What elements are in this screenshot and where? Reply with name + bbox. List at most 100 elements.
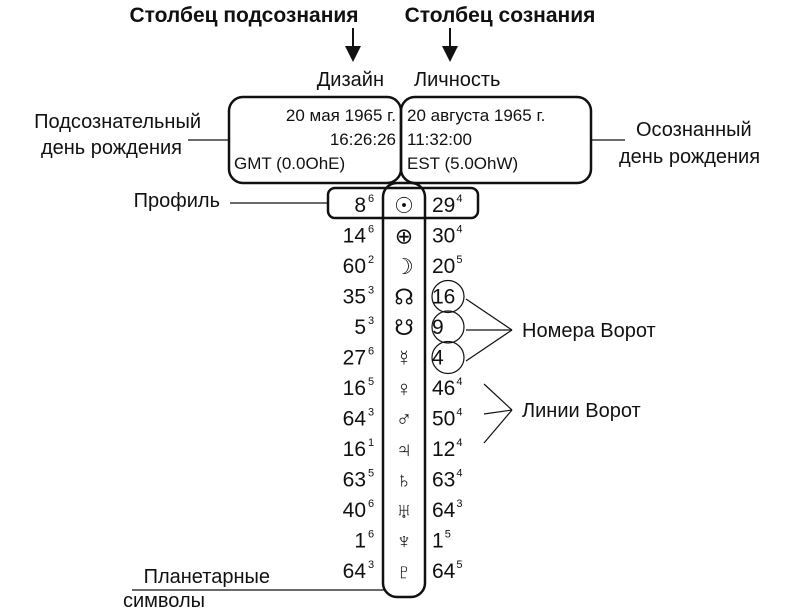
personality-gate-line: 4 bbox=[456, 224, 462, 236]
design-gate-line: 5 bbox=[368, 376, 374, 388]
personality-gate-line: 5 bbox=[456, 559, 462, 571]
personality-gate-line: 3 bbox=[456, 498, 462, 510]
personality-gate-line: 4 bbox=[456, 193, 462, 205]
personality-label: Личность bbox=[414, 69, 500, 91]
gate-lines-label: Линии Ворот bbox=[522, 400, 641, 422]
design-gate-line: 6 bbox=[368, 193, 374, 205]
personality-timezone: EST (5.0OhW) bbox=[407, 154, 518, 173]
design-gate-line: 6 bbox=[368, 529, 374, 541]
personality-gate-number: 16 bbox=[432, 286, 455, 309]
gate-number-circle bbox=[431, 279, 465, 314]
gate-number-circle bbox=[431, 310, 465, 344]
design-gate-line: 6 bbox=[368, 498, 374, 510]
south-node-icon: ☋ bbox=[394, 315, 414, 340]
personality-gate-line: 4 bbox=[456, 437, 462, 449]
personality-gate-number: 50 bbox=[432, 408, 455, 431]
design-gate-number: 40 bbox=[343, 499, 366, 522]
saturn-icon: ♄ bbox=[396, 468, 413, 493]
personality-gate-number: 12 bbox=[432, 438, 455, 461]
design-gate-number: 64 bbox=[343, 560, 367, 583]
down-arrow-icon bbox=[345, 28, 361, 62]
design-gate-line: 6 bbox=[368, 224, 374, 236]
north-node-icon: ☊ bbox=[394, 285, 414, 310]
planetary-symbols-label: символы bbox=[123, 590, 205, 611]
design-timezone: GMT (0.0OhE) bbox=[234, 154, 345, 173]
design-gate-number: 8 bbox=[354, 194, 366, 217]
design-gate-number: 35 bbox=[343, 286, 366, 309]
personality-gate-number: 30 bbox=[432, 225, 455, 248]
gate-lines-pointers bbox=[483, 383, 513, 444]
design-gate-line: 3 bbox=[368, 315, 374, 327]
mars-icon: ♂ bbox=[396, 407, 413, 432]
design-gate-number: 63 bbox=[343, 469, 366, 492]
design-gate-line: 6 bbox=[368, 346, 374, 358]
design-gate-number: 1 bbox=[354, 530, 366, 553]
jupiter-icon: ♃ bbox=[396, 437, 413, 462]
design-gate-number: 16 bbox=[343, 438, 366, 461]
conscious-birthday-label: день рождения bbox=[619, 146, 760, 168]
venus-icon: ♀ bbox=[396, 376, 413, 401]
earth-icon: ⊕ bbox=[395, 224, 413, 249]
personality-gate-number: 64 bbox=[432, 499, 456, 522]
subconscious-birthday-label: Подсознательный bbox=[34, 111, 201, 133]
mercury-icon: ☿ bbox=[396, 346, 413, 371]
design-label: Дизайн bbox=[317, 69, 384, 91]
design-gate-number: 60 bbox=[343, 255, 366, 278]
personality-time: 11:32:00 bbox=[407, 130, 472, 149]
design-gate-number: 16 bbox=[343, 377, 366, 400]
subconscious-birthday-label: день рождения bbox=[41, 137, 182, 159]
personality-gate-number: 9 bbox=[432, 316, 444, 339]
personality-date: 20 августа 1965 г. bbox=[407, 106, 545, 125]
personality-gate-number: 20 bbox=[432, 255, 455, 278]
personality-gate-number: 63 bbox=[432, 469, 455, 492]
conscious-birthday-label: Осознанный bbox=[636, 119, 752, 141]
planetary-symbols-column bbox=[381, 181, 427, 599]
personality-gate-number: 4 bbox=[432, 347, 444, 370]
design-gate-number: 14 bbox=[343, 225, 367, 248]
gate-numbers-label: Номера Ворот bbox=[522, 320, 656, 342]
personality-gate-line: 4 bbox=[456, 468, 462, 480]
personality-gate-line: 4 bbox=[456, 376, 462, 388]
personality-gate-number: 29 bbox=[432, 194, 455, 217]
down-arrow-icon bbox=[442, 28, 458, 62]
personality-gate-number: 64 bbox=[432, 560, 456, 583]
personality-gate-number: 1 bbox=[432, 530, 444, 553]
gate-number-circles bbox=[431, 279, 465, 375]
design-gate-line: 3 bbox=[368, 407, 374, 419]
moon-icon: ☽ bbox=[394, 254, 414, 279]
design-gate-line: 3 bbox=[368, 559, 374, 571]
gate-number-circle bbox=[431, 340, 465, 375]
planetary-symbols-label: Планетарные bbox=[144, 566, 270, 588]
profile-label: Профиль bbox=[134, 190, 220, 212]
design-time: 16:26:26 bbox=[330, 130, 396, 149]
design-gate-number: 5 bbox=[354, 316, 366, 339]
personality-gate-line: 5 bbox=[456, 254, 462, 266]
sun-icon: ☉ bbox=[394, 193, 414, 218]
personality-gate-number: 46 bbox=[432, 377, 455, 400]
design-date: 20 мая 1965 г. bbox=[286, 106, 396, 125]
uranus-icon: ♅ bbox=[396, 498, 413, 523]
design-gate-line: 2 bbox=[368, 254, 374, 266]
personality-gate-line: 5 bbox=[445, 529, 451, 541]
design-gate-number: 64 bbox=[343, 408, 367, 431]
design-gate-number: 27 bbox=[343, 347, 366, 370]
design-gate-line: 5 bbox=[368, 468, 374, 480]
gate-numbers-pointers bbox=[465, 298, 513, 362]
design-gate-line: 3 bbox=[368, 285, 374, 297]
design-gate-line: 1 bbox=[368, 437, 374, 449]
